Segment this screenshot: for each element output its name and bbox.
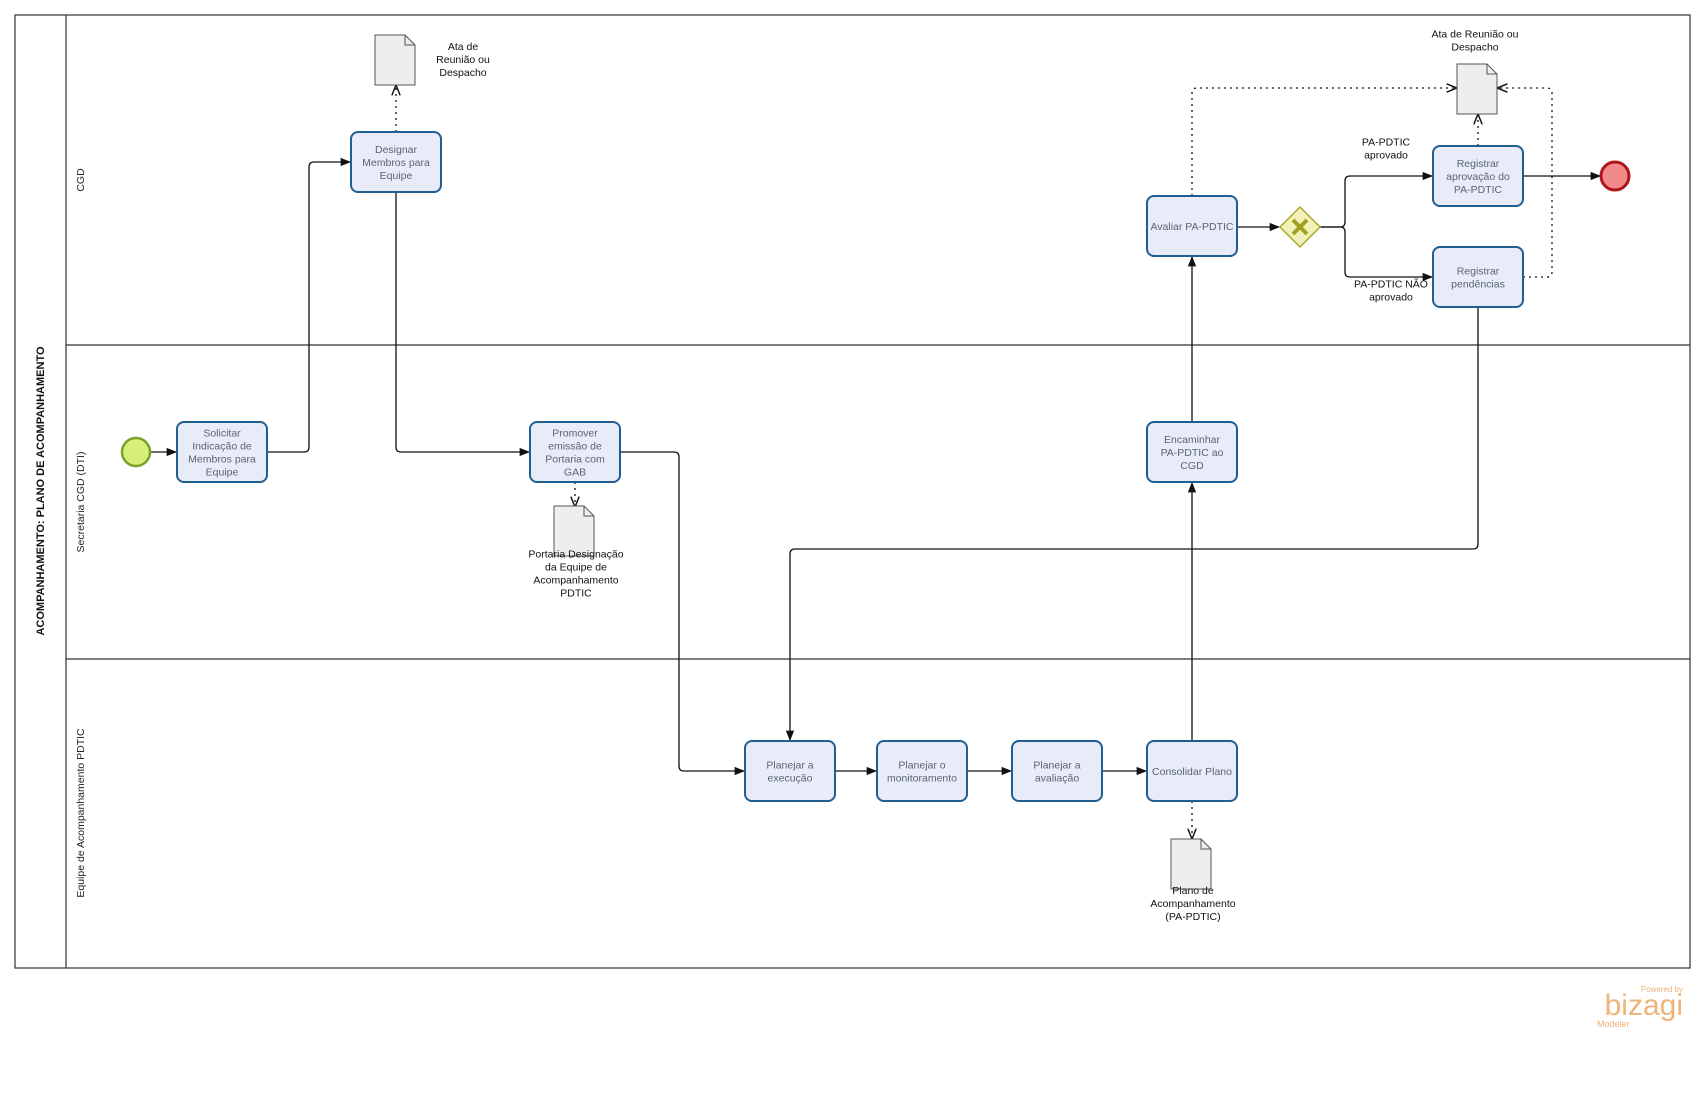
- document-label-line: Despacho: [1451, 42, 1498, 54]
- flow-label-line: PA-PDTIC: [1362, 137, 1411, 149]
- watermark-brand: bizagi: [1605, 989, 1683, 1022]
- task-label-line: Encaminhar: [1164, 434, 1221, 446]
- pool: ACOMPANHAMENTO: PLANO DE ACOMPANHAMENTO: [14, 14, 1691, 969]
- document-icon[interactable]: [1456, 63, 1498, 115]
- document-label-line: Acompanhamento: [1150, 898, 1235, 910]
- task-label-line: pendências: [1451, 279, 1505, 291]
- task-label-line: emissão de: [548, 441, 602, 453]
- flow-promover-to-planejar-exec: [620, 451, 746, 776]
- pool-title: ACOMPANHAMENTO: PLANO DE ACOMPANHAMENTO: [35, 346, 47, 635]
- task-label-line: Registrar: [1457, 158, 1500, 170]
- task-label-line: GAB: [564, 467, 586, 479]
- flow-solicitar-to-designar: [267, 157, 352, 453]
- exclusive-gateway[interactable]: [1278, 205, 1322, 249]
- task-label-line: Designar: [375, 144, 418, 156]
- document-icon[interactable]: [553, 505, 595, 557]
- lane-label-cgd: CGD: [75, 168, 87, 192]
- task-label-line: avaliação: [1035, 773, 1080, 785]
- task-label-line: Planejar o: [898, 760, 945, 772]
- flow-pendencias-to-planejar-exec: [785, 307, 1479, 742]
- task-label-line: Planejar a: [766, 760, 813, 772]
- task-label-line: monitoramento: [887, 773, 957, 785]
- start-event[interactable]: [120, 436, 152, 468]
- document-icon[interactable]: [374, 34, 416, 86]
- task-label-line: Promover: [552, 428, 598, 440]
- task-label-line: aprovação do: [1446, 171, 1510, 183]
- sequence-flows: [150, 86, 1602, 838]
- lane-label-sec: Secretaria CGD (DTI): [75, 452, 87, 553]
- end-event[interactable]: [1599, 160, 1631, 192]
- document-label-line: Despacho: [439, 67, 486, 79]
- assoc-avaliar-ata: [1191, 88, 1456, 196]
- watermark-powered: Powered by: [1641, 985, 1683, 994]
- document-label-line: (PA-PDTIC): [1165, 911, 1220, 923]
- document-label-line: da Equipe de: [545, 562, 607, 574]
- document-icon[interactable]: [1170, 838, 1212, 890]
- assoc-pendencias-ata: [1498, 88, 1553, 278]
- task-label-line: Equipe: [206, 467, 239, 479]
- task-label-line: Consolidar Plano: [1152, 766, 1232, 778]
- flow-label-line: aprovado: [1369, 292, 1413, 304]
- document-label-line: Plano de: [1172, 885, 1214, 897]
- task-label-line: Membros para: [362, 157, 430, 169]
- task-label-line: CGD: [1180, 460, 1204, 472]
- task-t-avaliar[interactable]: Avaliar PA-PDTIC: [1146, 195, 1238, 257]
- x-icon: [1291, 218, 1309, 236]
- document-label-line: Reunião ou: [436, 54, 490, 66]
- task-label-line: Planejar a: [1033, 760, 1080, 772]
- task-label-line: Solicitar: [203, 428, 241, 440]
- task-label-line: Portaria com: [545, 454, 605, 466]
- flow-label-line: PA-PDTIC NÃO: [1354, 278, 1428, 291]
- flow-label-line: aprovado: [1364, 150, 1408, 162]
- task-label-line: Registrar: [1457, 266, 1500, 278]
- task-label-line: Membros para: [188, 454, 256, 466]
- task-label-line: Avaliar PA-PDTIC: [1150, 221, 1233, 233]
- flow-gateway-to-pendencias: [1320, 226, 1434, 282]
- flow-designar-to-promover: [395, 192, 531, 457]
- document-label-line: Portaria Designação: [528, 549, 623, 561]
- watermark-product: Modeler: [1597, 1019, 1630, 1029]
- task-label-line: execução: [768, 773, 813, 785]
- document-label-line: PDTIC: [560, 588, 592, 600]
- bizagi-watermark: Powered by bizagi Modeler: [1597, 985, 1683, 1029]
- lane-label-eq: Equipe de Acompanhamento PDTIC: [75, 728, 87, 898]
- task-label-line: Indicação de: [192, 441, 252, 453]
- task-label-line: PA-PDTIC: [1454, 184, 1503, 196]
- document-label-line: Ata de: [448, 41, 479, 53]
- document-label-line: Acompanhamento: [533, 575, 618, 587]
- task-t-consolidar[interactable]: Consolidar Plano: [1146, 740, 1238, 802]
- task-label-line: PA-PDTIC ao: [1161, 447, 1224, 459]
- document-label-line: Ata de Reunião ou: [1432, 29, 1519, 41]
- task-label-line: Equipe: [380, 170, 413, 182]
